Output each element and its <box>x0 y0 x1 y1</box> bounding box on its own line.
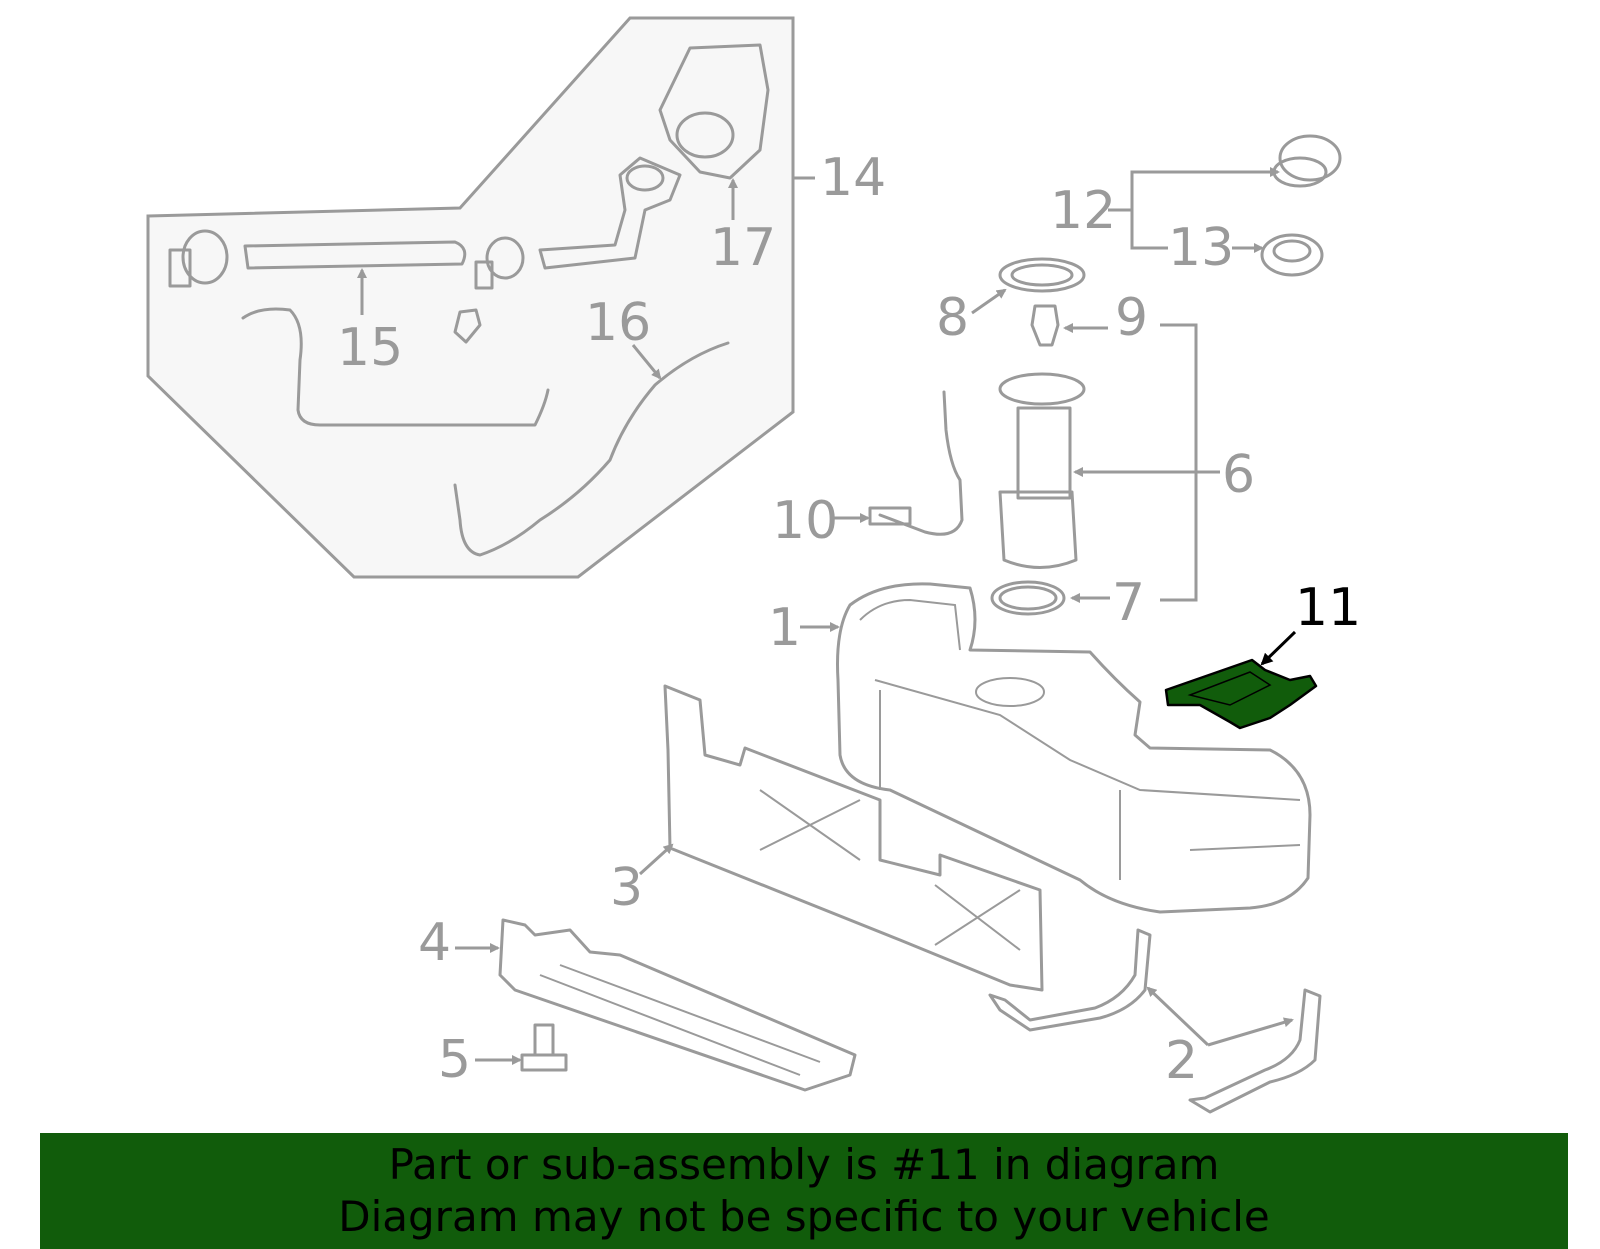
tank-straps <box>988 928 1322 1114</box>
callout-13: 13 <box>1168 218 1234 278</box>
bolt <box>475 1023 568 1072</box>
banner-line-1: Part or sub-assembly is #11 in diagram <box>388 1140 1220 1189</box>
callout-labels: 1 2 3 4 5 6 7 8 9 10 11 12 13 14 15 16 1… <box>337 148 1361 1091</box>
fuel-cap <box>1272 134 1342 188</box>
callout-9: 9 <box>1115 288 1148 348</box>
callout-12-13-bracket <box>1108 167 1280 253</box>
callout-6: 6 <box>1222 445 1255 505</box>
level-sensor <box>830 390 964 536</box>
filler-hose <box>168 156 682 427</box>
callout-8: 8 <box>936 288 969 348</box>
callout-15: 15 <box>337 318 403 378</box>
parts-diagram: 1 2 3 4 5 6 7 8 9 10 11 12 13 14 15 16 1… <box>146 16 1361 1114</box>
callout-7: 7 <box>1112 573 1145 633</box>
callout-3: 3 <box>610 858 643 918</box>
filler-assembly-panel <box>146 16 815 579</box>
vent-line <box>453 341 730 557</box>
skid-plate <box>455 918 857 1092</box>
fuel-filler-housing <box>658 43 770 220</box>
callout-5: 5 <box>438 1030 471 1090</box>
callout-11: 11 <box>1295 578 1361 638</box>
callout-12: 12 <box>1050 181 1116 241</box>
lock-ring <box>971 257 1086 315</box>
cap-seal <box>1260 233 1324 277</box>
callout-6-7-9-bracket <box>1160 323 1198 602</box>
fuel-pump-module <box>998 372 1220 569</box>
fuel-tank <box>800 582 1312 914</box>
callout-17: 17 <box>710 218 776 278</box>
part-info-banner: Part or sub-assembly is #11 in diagram D… <box>40 1133 1568 1249</box>
callout-16: 16 <box>585 293 651 353</box>
callout-14: 14 <box>820 148 886 208</box>
callout-2: 2 <box>1165 1031 1198 1091</box>
banner-line-2: Diagram may not be specific to your vehi… <box>338 1192 1270 1241</box>
callout-10: 10 <box>772 491 838 551</box>
pressure-sensor <box>1030 304 1108 347</box>
callout-4: 4 <box>418 913 451 973</box>
highlighted-part-11 <box>1164 630 1318 730</box>
callout-1: 1 <box>768 598 801 658</box>
pump-seal <box>990 580 1110 616</box>
tank-shield <box>638 684 1044 992</box>
